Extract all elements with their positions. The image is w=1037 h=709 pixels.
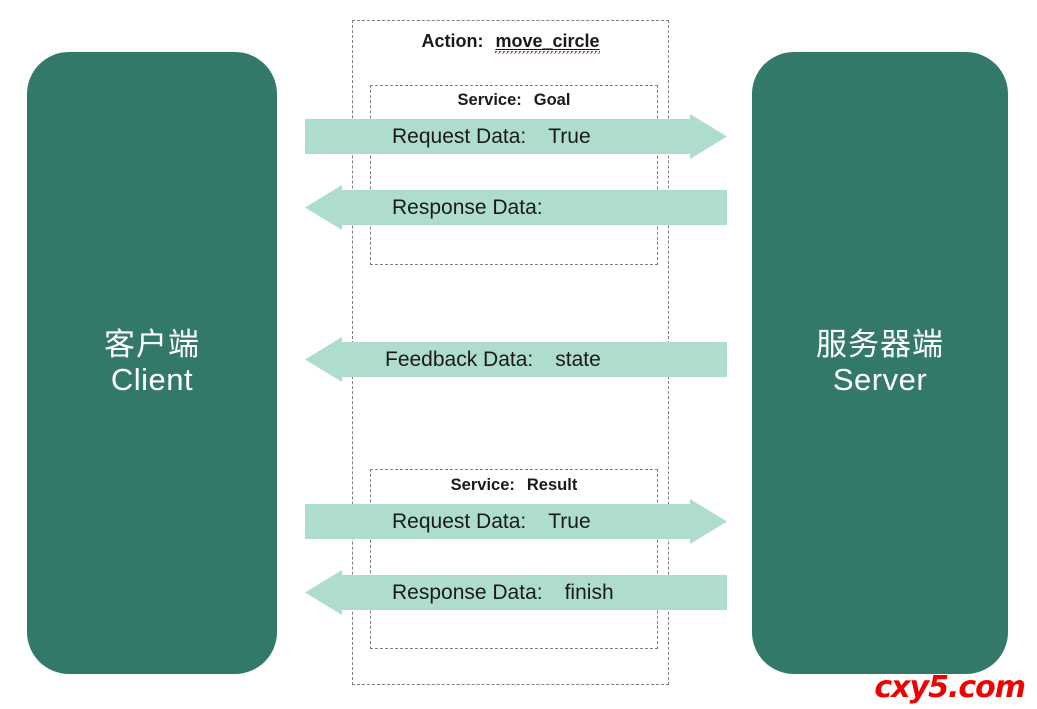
result-request-label: Request Data: <box>392 509 527 533</box>
goal-service-frame <box>370 85 658 265</box>
client-node: 客户端 Client <box>27 52 277 674</box>
arrow-right-shape <box>305 114 727 159</box>
goal-response-label: Response Data: <box>392 195 543 219</box>
action-title-value: move_circle <box>495 31 600 54</box>
result-request-value: True <box>548 509 591 533</box>
arrow-left-shape <box>305 337 727 382</box>
result-service-label: Service: <box>450 476 515 494</box>
result-response-text: Response Data: finish <box>392 581 614 605</box>
goal-response-text: Response Data: <box>392 196 565 220</box>
result-response-label: Response Data: <box>392 580 543 604</box>
feedback-value: state <box>555 347 601 371</box>
feedback-arrow: Feedback Data: state <box>305 337 727 382</box>
goal-request-text: Request Data: True <box>392 125 591 149</box>
feedback-label: Feedback Data: <box>385 347 534 371</box>
result-service-title: Service: Result <box>370 476 658 495</box>
result-request-arrow: Request Data: True <box>305 499 727 544</box>
server-label-en: Server <box>832 362 928 397</box>
goal-response-arrow: Response Data: <box>305 185 727 230</box>
arrow-right-shape <box>305 499 727 544</box>
goal-service-label: Service: <box>457 91 522 109</box>
result-request-text: Request Data: True <box>392 510 591 534</box>
action-title-label: Action: <box>421 31 484 51</box>
goal-service-value: Goal <box>533 91 571 109</box>
arrow-left-shape <box>305 570 727 615</box>
feedback-text: Feedback Data: state <box>385 348 601 372</box>
goal-request-arrow: Request Data: True <box>305 114 727 159</box>
client-label-en: Client <box>110 362 194 397</box>
goal-service-title: Service: Goal <box>370 91 658 110</box>
goal-request-label: Request Data: <box>392 124 527 148</box>
goal-request-value: True <box>548 124 591 148</box>
arrow-left-shape <box>305 185 727 230</box>
result-response-value: finish <box>564 580 614 604</box>
client-label-cn: 客户端 <box>104 327 200 363</box>
result-service-frame <box>370 469 658 649</box>
result-service-value: Result <box>526 476 578 494</box>
server-label-cn: 服务器端 <box>816 327 944 363</box>
server-node: 服务器端 Server <box>752 52 1008 674</box>
action-title: Action: move_circle <box>352 31 669 54</box>
watermark: cxy5.com <box>874 670 1026 705</box>
result-response-arrow: Response Data: finish <box>305 570 727 615</box>
